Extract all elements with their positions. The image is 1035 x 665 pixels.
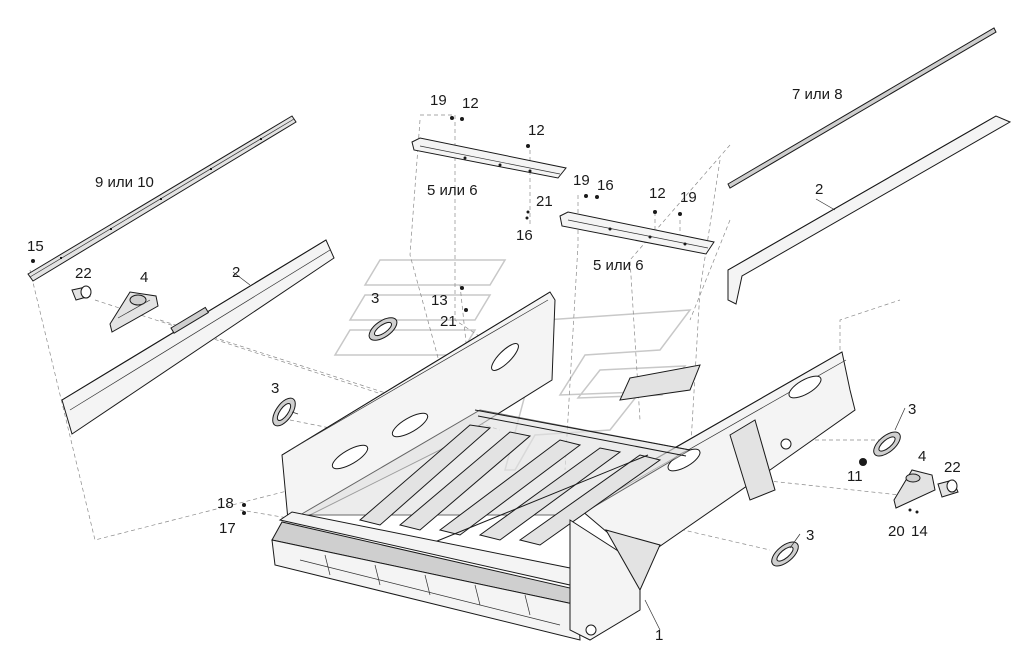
callout-7-or-8: 7 или 8	[792, 86, 843, 103]
callout-3-c: 3	[908, 401, 916, 418]
callout-19-a: 19	[430, 92, 447, 109]
callout-labels: 1 2 2 3 3 3 3 4 4 5 или 6 5 или 6 7 или …	[27, 86, 961, 644]
callout-12-b: 12	[528, 122, 545, 139]
callout-5-or-6-lower: 5 или 6	[593, 257, 644, 274]
callout-22-right: 22	[944, 459, 961, 476]
part-bracket-4-left	[109, 291, 159, 333]
part-seal-3-d	[771, 541, 799, 567]
callout-16-b: 16	[516, 227, 533, 244]
part-side-panel-2-left	[61, 239, 335, 435]
part-cross-strip-5-or-6-lower	[559, 211, 715, 255]
callout-4-right: 4	[918, 448, 926, 465]
part-bracket-4-right	[893, 469, 936, 509]
part-main-frame-1	[271, 291, 856, 641]
callout-9-or-10: 9 или 10	[95, 174, 154, 191]
leader-lines	[232, 198, 906, 631]
callout-20: 20	[888, 523, 905, 540]
callout-22-left: 22	[75, 265, 92, 282]
callout-5-or-6-upper: 5 или 6	[427, 182, 478, 199]
part-seal-3-b	[272, 397, 296, 427]
callout-1: 1	[655, 627, 663, 644]
part-bushing-22-left	[71, 285, 92, 301]
callout-13: 13	[431, 292, 448, 309]
callout-15: 15	[27, 238, 44, 255]
part-seal-3-c	[873, 431, 901, 457]
callout-3-d: 3	[806, 527, 814, 544]
callout-17: 17	[219, 520, 236, 537]
part-side-panel-2-right	[727, 115, 1012, 305]
part-bushing-22-right	[937, 479, 959, 498]
callout-3-b: 3	[271, 380, 279, 397]
callout-19-b: 19	[573, 172, 590, 189]
part-screw-15	[31, 259, 35, 263]
part-rail-9-or-10	[27, 115, 297, 282]
part-strip-7-or-8	[727, 27, 997, 189]
fasteners	[242, 116, 919, 515]
callout-16-a: 16	[597, 177, 614, 194]
callout-4-left: 4	[140, 269, 148, 286]
part-nut-11	[859, 458, 867, 466]
callout-14: 14	[911, 523, 928, 540]
callout-11: 11	[847, 468, 863, 485]
callout-18: 18	[217, 495, 234, 512]
callout-2-right: 2	[815, 181, 823, 198]
callout-3-a: 3	[371, 290, 379, 307]
callout-21-a: 21	[536, 193, 553, 210]
callout-12-a: 12	[462, 95, 479, 112]
part-cross-strip-5-or-6-upper	[411, 137, 567, 179]
callout-19-c: 19	[680, 189, 697, 206]
callout-21-b: 21	[440, 313, 457, 330]
part-seal-3-a	[368, 317, 398, 341]
callout-12-c: 12	[649, 185, 666, 202]
callout-2-left: 2	[232, 264, 240, 281]
